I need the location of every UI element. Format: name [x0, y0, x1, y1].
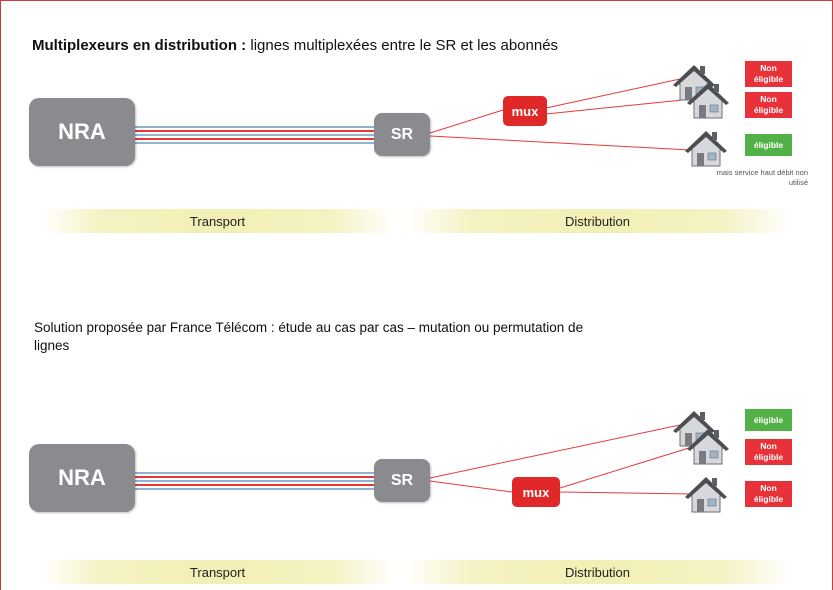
mux-node: mux: [503, 96, 547, 126]
badge-non-eligible: Non éligible: [745, 92, 792, 118]
bottom-transport-cable: [134, 472, 374, 490]
top-title: Multiplexeurs en distribution : lignes m…: [32, 37, 558, 54]
house-icon: [684, 476, 728, 513]
bottom-distribution-lines: [429, 424, 693, 495]
mux-node: mux: [512, 477, 560, 507]
top-title-rest: lignes multiplexées entre le SR et les a…: [246, 37, 559, 54]
top-title-bold: Multiplexeurs en distribution :: [32, 37, 247, 54]
sr-node: SR: [374, 459, 430, 502]
sr-node: SR: [374, 113, 430, 156]
top-distribution-lines: [429, 78, 693, 151]
house-icon: [684, 130, 728, 167]
badge-eligible: éligible: [745, 409, 792, 431]
nra-node: NRA: [29, 444, 135, 512]
eligible-note: mais service haut débit non utilisé: [716, 168, 808, 187]
band-transport: Transport: [40, 560, 395, 584]
band-transport: Transport: [40, 209, 395, 233]
badge-non-eligible: Non éligible: [745, 439, 792, 465]
bottom-title: Solution proposée par France Télécom : é…: [34, 320, 584, 353]
badge-eligible: éligible: [745, 134, 792, 156]
band-distribution: Distribution: [405, 560, 790, 584]
band-distribution: Distribution: [405, 209, 790, 233]
badge-non-eligible: Non éligible: [745, 481, 792, 507]
badge-non-eligible: Non éligible: [745, 61, 792, 87]
top-transport-cable: [134, 126, 374, 144]
nra-node: NRA: [29, 98, 135, 166]
